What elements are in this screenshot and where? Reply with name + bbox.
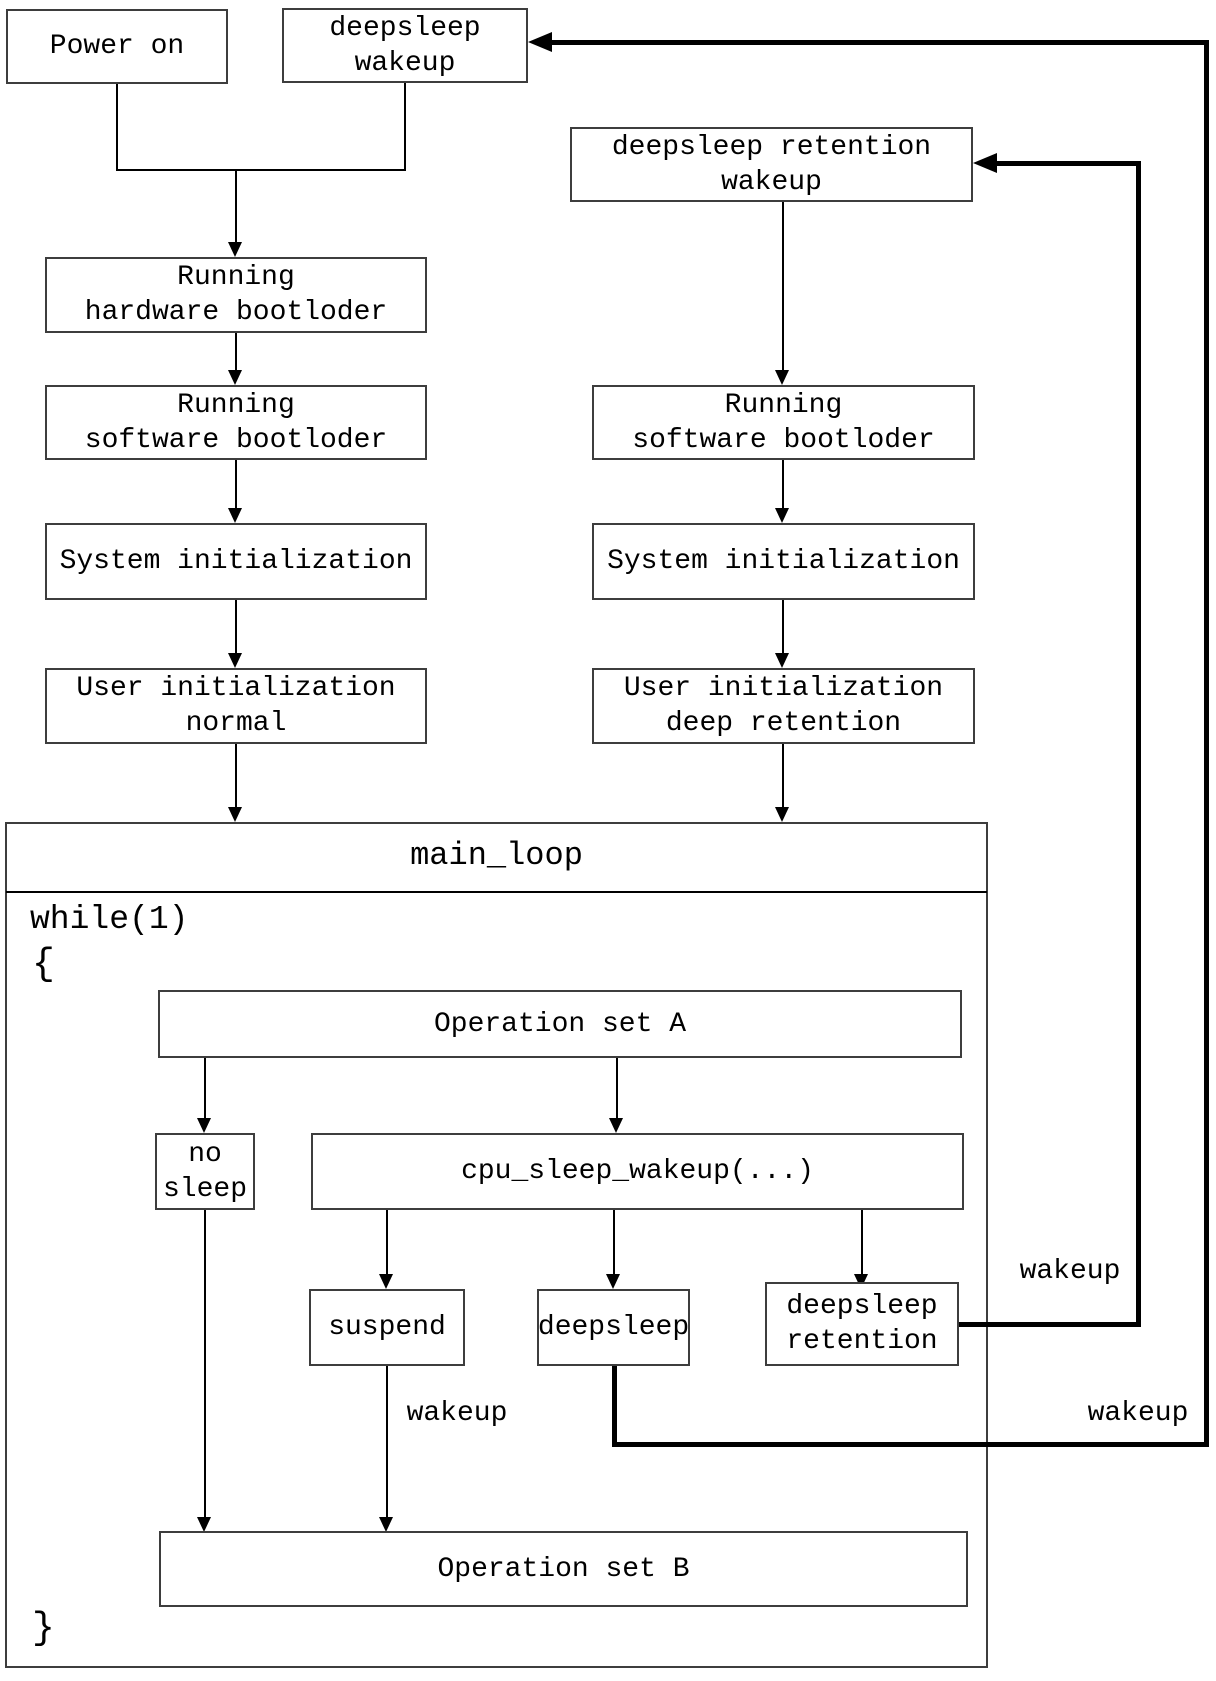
node-system-initialization-right: System initialization: [592, 523, 975, 600]
wakeup-label-deepsleep: wakeup: [1087, 1398, 1189, 1429]
arrowhead-into-userinit-right: [775, 653, 789, 668]
node-deepsleep: deepsleep: [537, 1289, 690, 1366]
node-cpu-sleep-wakeup: cpu_sleep_wakeup(...): [311, 1133, 964, 1210]
arrowhead-into-mainloop-right: [775, 807, 789, 822]
arrowhead-into-cpu-sleep-wakeup: [609, 1118, 623, 1133]
connector-deepsleep-wakeup-down: [404, 83, 406, 170]
main-loop-container: [5, 822, 988, 1668]
node-power-on: Power on: [6, 9, 228, 84]
arrowhead-into-sysinit-right: [775, 508, 789, 523]
arrowhead-into-opb-from-suspend: [379, 1517, 393, 1532]
arrowhead-into-sw-bootloader-left: [228, 370, 242, 385]
connector-merge-to-hw-bootloader: [235, 170, 237, 244]
arrowhead-into-sysinit-left: [228, 508, 242, 523]
node-user-initialization-normal: User initialization normal: [45, 668, 427, 744]
connector-sysinit-to-userinit-left: [235, 600, 237, 654]
connector-userinit-left-to-mainloop: [235, 744, 237, 807]
connector-retention-wakeup-to-sw-bootloader: [782, 202, 784, 371]
arrowhead-into-opb-from-no-sleep: [197, 1517, 211, 1532]
feedback-deepsleep-down: [612, 1365, 617, 1445]
connector-cpu-to-suspend: [386, 1210, 388, 1275]
connector-userinit-right-to-mainloop: [782, 744, 784, 807]
connector-opa-to-no-sleep: [204, 1058, 206, 1119]
feedback-deepsleep-bottom: [612, 1442, 1209, 1447]
connector-cpu-to-deepsleep-retention: [861, 1210, 863, 1275]
connector-suspend-to-opb: [386, 1366, 388, 1518]
connector-cpu-to-deepsleep: [613, 1210, 615, 1275]
arrowhead-into-hw-bootloader: [228, 242, 242, 257]
close-brace: }: [32, 1607, 55, 1650]
node-operation-set-b: Operation set B: [159, 1531, 968, 1607]
feedback-deepsleep-right-vertical: [1204, 40, 1209, 1447]
node-system-initialization-left: System initialization: [45, 523, 427, 600]
node-deepsleep-retention: deepsleep retention: [765, 1282, 959, 1366]
node-no-sleep: no sleep: [155, 1133, 255, 1210]
node-running-software-bootloader-right: Running software bootloder: [592, 385, 975, 460]
node-running-hardware-bootloader: Running hardware bootloder: [45, 257, 427, 333]
connector-sysinit-to-userinit-right: [782, 600, 784, 654]
main-loop-title: main_loop: [410, 837, 583, 874]
node-user-initialization-deep-retention: User initialization deep retention: [592, 668, 975, 744]
arrowhead-into-sw-bootloader-right: [775, 370, 789, 385]
wakeup-label-deepsleep-retention: wakeup: [1019, 1256, 1121, 1287]
node-operation-set-a: Operation set A: [158, 990, 962, 1058]
node-running-software-bootloader-left: Running software bootloder: [45, 385, 427, 460]
connector-power-on-down: [116, 84, 118, 170]
feedback-retention-vertical: [1136, 161, 1141, 1327]
main-loop-title-divider: [6, 891, 987, 893]
open-brace: {: [32, 943, 55, 986]
feedback-deepsleep-top: [548, 40, 1208, 45]
connector-sw-to-sysinit-right: [782, 460, 784, 509]
feedback-retention-top: [993, 161, 1141, 166]
arrowhead-into-retention-wakeup-box: [973, 153, 997, 173]
node-suspend: suspend: [309, 1289, 465, 1366]
connector-merge-horizontal: [116, 169, 406, 171]
arrowhead-into-userinit-left: [228, 653, 242, 668]
arrowhead-into-suspend: [379, 1274, 393, 1289]
connector-opa-to-cpu-sleep-wakeup: [616, 1058, 618, 1119]
connector-hw-to-sw-bootloader: [235, 333, 237, 371]
while-statement: while(1): [30, 901, 189, 938]
arrowhead-into-deepsleep: [606, 1274, 620, 1289]
wakeup-label-suspend: wakeup: [406, 1398, 508, 1429]
arrowhead-into-mainloop-left: [228, 807, 242, 822]
connector-sw-to-sysinit-left: [235, 460, 237, 509]
arrowhead-into-no-sleep: [197, 1118, 211, 1133]
node-deepsleep-wakeup: deepsleep wakeup: [282, 8, 528, 83]
feedback-retention-out: [959, 1322, 1141, 1327]
arrowhead-into-deepsleep-wakeup-box: [528, 32, 552, 52]
connector-no-sleep-to-opb: [204, 1210, 206, 1518]
node-deepsleep-retention-wakeup: deepsleep retention wakeup: [570, 127, 973, 202]
